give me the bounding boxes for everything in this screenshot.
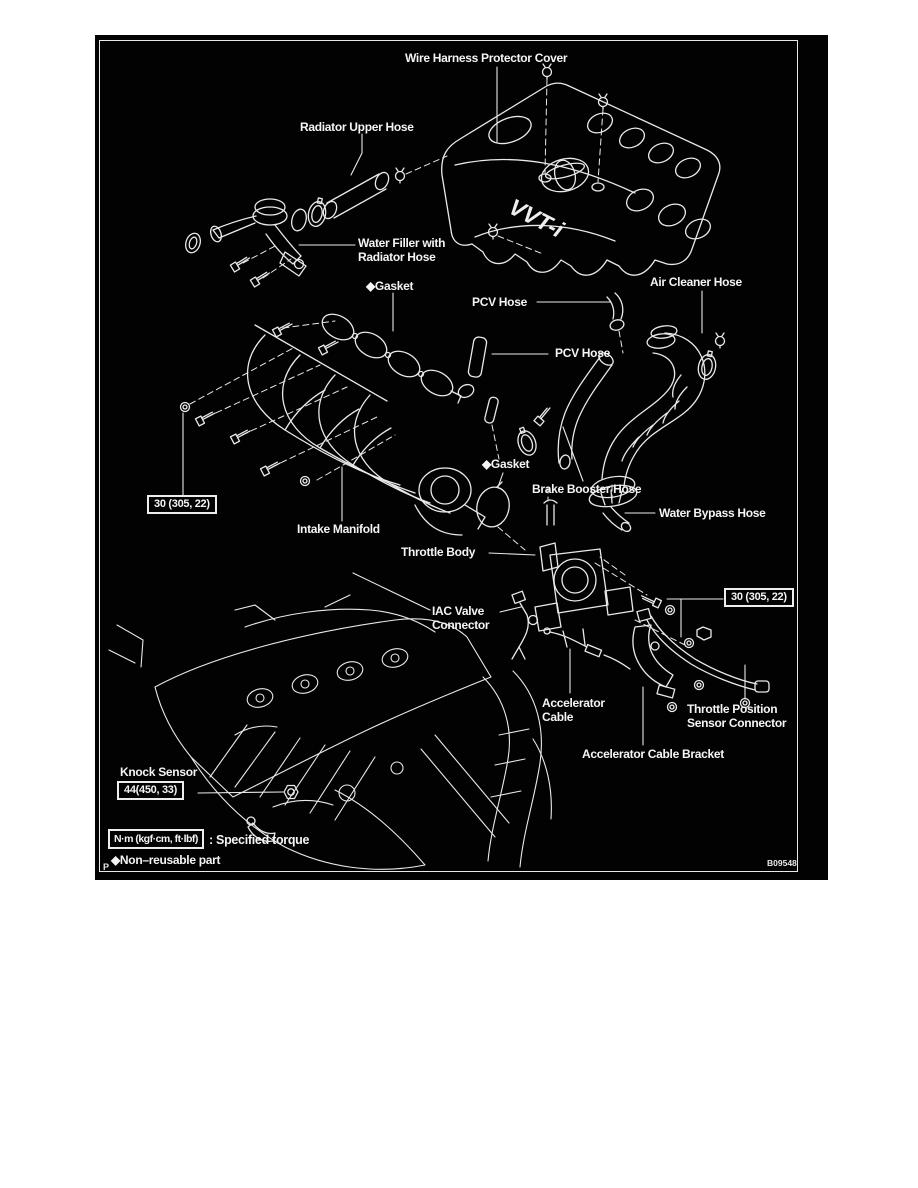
figure-code: B09548 bbox=[767, 858, 797, 868]
label-water-bypass-hose: Water Bypass Hose bbox=[659, 506, 766, 520]
throttle-body-art bbox=[534, 499, 712, 649]
label-knock-sensor: Knock Sensor bbox=[120, 765, 198, 779]
assembly-dashed-lines bbox=[189, 78, 686, 646]
radiator-upper-hose-art bbox=[322, 167, 406, 220]
water-bypass-hose-art bbox=[600, 489, 632, 533]
label-wire-harness-protector-cover: Wire Harness Protector Cover bbox=[405, 51, 568, 65]
water-filler-art bbox=[185, 195, 330, 288]
label-pcv-hose-1: PCV Hose bbox=[472, 295, 527, 309]
engine-cover-vvti-text: VVT-i bbox=[505, 193, 569, 243]
label-accel-cable-line1: Accelerator bbox=[542, 696, 605, 710]
iac-connector-art bbox=[511, 590, 539, 660]
air-cleaner-hose-art bbox=[512, 325, 726, 508]
engine-cover-art: VVT-i bbox=[441, 63, 721, 276]
throttle-gasket-art bbox=[476, 481, 510, 528]
label-water-filler-line2: Radiator Hose bbox=[358, 250, 436, 264]
engine-block-art bbox=[108, 572, 552, 870]
label-tps-line1: Throttle Position bbox=[687, 702, 778, 716]
torque-box-intake-manifold: 30 (305, 22) bbox=[147, 495, 217, 514]
intake-manifold-art bbox=[246, 324, 486, 536]
label-accelerator-cable-bracket: Accelerator Cable Bracket bbox=[582, 747, 724, 761]
label-air-cleaner-hose: Air Cleaner Hose bbox=[650, 275, 742, 289]
label-tps-line2: Sensor Connector bbox=[687, 716, 787, 730]
accelerator-cable-art bbox=[543, 627, 631, 670]
label-iac-line2: Connector bbox=[432, 618, 490, 632]
label-gasket-1: ◆Gasket bbox=[366, 279, 414, 293]
manifold-bolts-art bbox=[179, 319, 341, 477]
legend-specified-torque: : Specified torque bbox=[209, 833, 310, 847]
diagram-panel: VVT-i bbox=[95, 35, 828, 880]
legend-torque-units-box: N·m (kgf·cm, ft·lbf) bbox=[108, 829, 204, 849]
legend-non-reusable-part: ◆Non–reusable part bbox=[111, 853, 221, 867]
tps-wire-art bbox=[636, 607, 770, 709]
label-intake-manifold: Intake Manifold bbox=[297, 522, 380, 536]
label-throttle-body: Throttle Body bbox=[401, 545, 476, 559]
page-corner-marker: P bbox=[103, 862, 110, 872]
label-iac-line1: IAC Valve bbox=[432, 604, 484, 618]
toyota-logo-icon bbox=[540, 157, 590, 193]
label-throttle-position-sensor-connector: Throttle Position Sensor Connector bbox=[687, 702, 787, 730]
gasket-strip-art bbox=[321, 313, 462, 404]
accelerator-bracket-art bbox=[632, 624, 678, 713]
pcv-hose-art bbox=[457, 292, 625, 424]
label-iac-valve-connector: IAC Valve Connector bbox=[432, 604, 490, 632]
torque-box-knock-sensor: 44(450, 33) bbox=[117, 781, 184, 800]
label-accelerator-cable: Accelerator Cable bbox=[542, 696, 605, 724]
label-brake-booster-hose: Brake Booster Hose bbox=[532, 482, 642, 496]
knock-sensor-art bbox=[246, 784, 299, 843]
exploded-view-line-art: VVT-i bbox=[108, 63, 770, 870]
torque-box-throttle-body: 30 (305, 22) bbox=[724, 588, 794, 607]
label-water-filler: Water Filler with Radiator Hose bbox=[358, 236, 445, 264]
label-pcv-hose-2: PCV Hose bbox=[555, 346, 610, 360]
label-radiator-upper-hose: Radiator Upper Hose bbox=[300, 120, 414, 134]
label-gasket-2: ◆Gasket bbox=[482, 457, 530, 471]
brake-booster-hose-art bbox=[557, 352, 614, 470]
label-accel-cable-line2: Cable bbox=[542, 710, 574, 724]
leader-lines bbox=[182, 66, 746, 794]
label-water-filler-line1: Water Filler with bbox=[358, 236, 446, 250]
